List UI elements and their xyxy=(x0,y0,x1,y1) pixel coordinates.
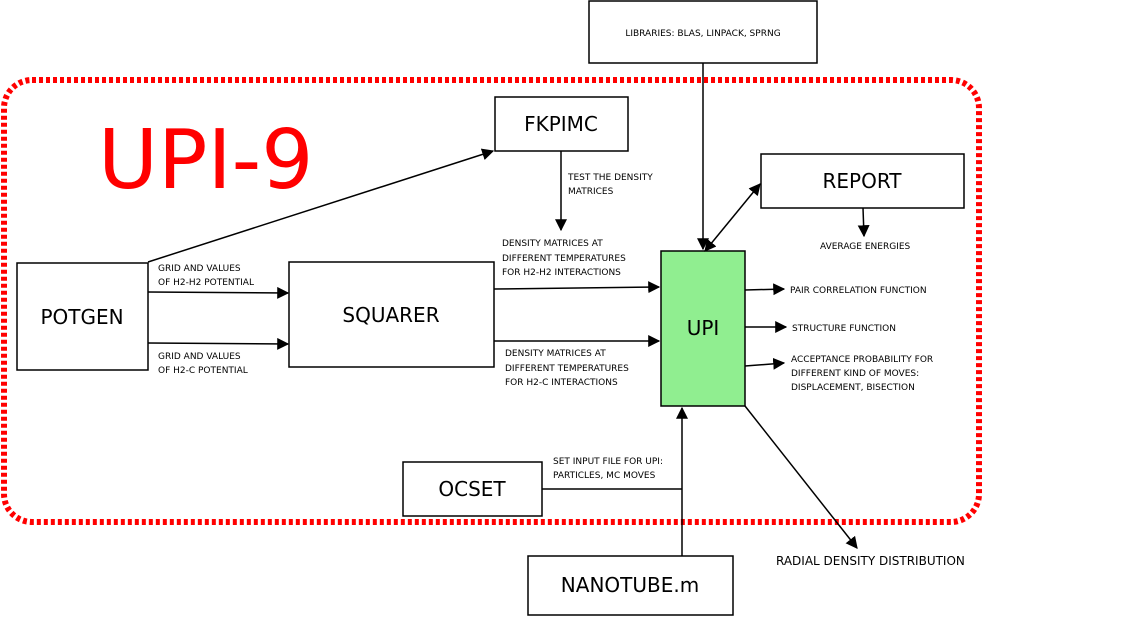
grid-h2h2-label: GRID AND VALUES OF H2-H2 POTENTIAL xyxy=(158,264,254,288)
report-label: REPORT xyxy=(823,169,903,193)
libraries-label: LIBRARIES: BLAS, LINPACK, SPRNG xyxy=(625,29,780,39)
acceptance-label: ACCEPTANCE PROBABILITY FOR DIFFERENT KIN… xyxy=(791,355,936,393)
squarer-label: SQUARER xyxy=(342,303,439,327)
test-density-label: TEST THE DENSITY MATRICES xyxy=(567,173,656,197)
arrow-upi-acceptance xyxy=(744,357,786,370)
fkpimc-label: FKPIMC xyxy=(524,112,598,136)
potgen-node: POTGEN xyxy=(16,262,149,371)
grid-h2c-label: GRID AND VALUES OF H2-C POTENTIAL xyxy=(158,352,248,376)
diagram-title: UPI-9 xyxy=(98,113,313,208)
arrow-potgen-squarer-2 xyxy=(147,337,290,350)
upi-label: UPI xyxy=(687,316,720,340)
libraries-node: LIBRARIES: BLAS, LINPACK, SPRNG xyxy=(588,0,818,64)
density-h2h2-label: DENSITY MATRICES AT DIFFERENT TEMPERATUR… xyxy=(502,239,629,278)
ocset-label: OCSET xyxy=(438,477,506,501)
arrow-upi-pair xyxy=(744,283,786,296)
pair-correlation-label: PAIR CORRELATION FUNCTION xyxy=(790,286,927,296)
arrow-squarer-upi-1 xyxy=(493,281,661,294)
set-input-label: SET INPUT FILE FOR UPI: PARTICLES, MC MO… xyxy=(553,457,666,481)
average-energies-label: AVERAGE ENERGIES xyxy=(820,242,911,252)
radial-density-label: RADIAL DENSITY DISTRIBUTION xyxy=(776,554,965,568)
upi9-frame xyxy=(1,77,982,525)
arrow-upi-report xyxy=(704,183,761,252)
arrow-report-energies xyxy=(857,207,870,238)
report-node: REPORT xyxy=(760,153,965,209)
ocset-node: OCSET xyxy=(402,461,543,517)
arrow-upi-radial xyxy=(744,405,858,549)
density-h2c-label: DENSITY MATRICES AT DIFFERENT TEMPERATUR… xyxy=(505,349,632,388)
upi-node: UPI xyxy=(660,250,746,407)
arrow-potgen-fkpimc xyxy=(147,148,495,263)
squarer-node: SQUARER xyxy=(288,261,495,368)
arrow-potgen-squarer-1 xyxy=(147,286,290,299)
nanotube-label: NANOTUBE.m xyxy=(561,573,699,597)
nanotube-node: NANOTUBE.m xyxy=(527,555,734,616)
structure-function-label: STRUCTURE FUNCTION xyxy=(792,324,896,334)
fkpimc-node: FKPIMC xyxy=(494,96,629,152)
potgen-label: POTGEN xyxy=(40,305,123,329)
